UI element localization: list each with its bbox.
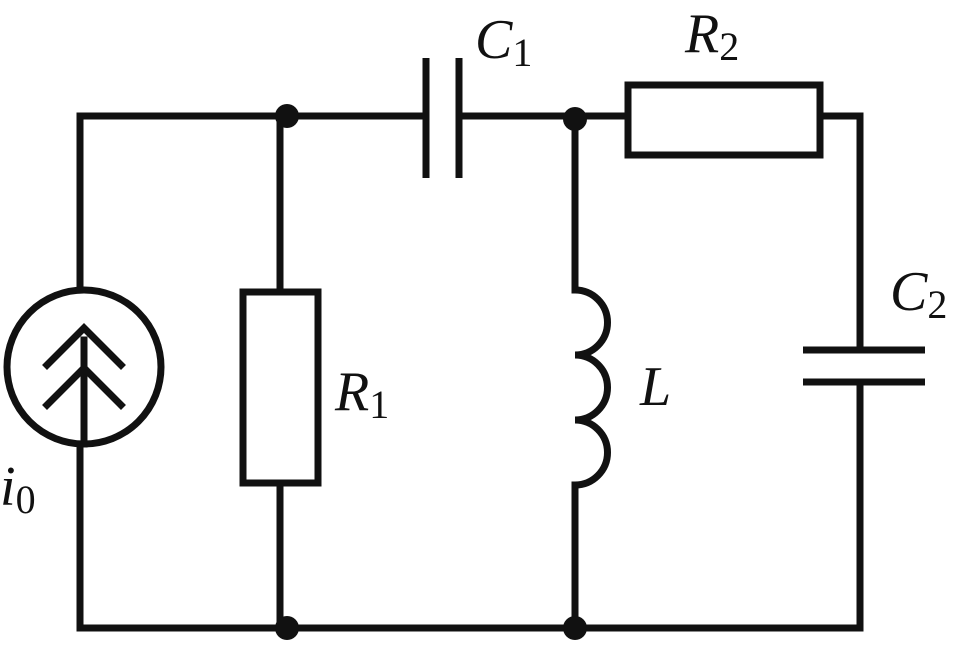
junction-dot bbox=[563, 616, 587, 640]
label-c1: C1 bbox=[475, 9, 532, 75]
wires bbox=[76, 112, 864, 632]
label-r1: R1 bbox=[334, 361, 389, 427]
label-i0: i0 bbox=[0, 456, 36, 522]
capacitor-c1 bbox=[422, 58, 463, 178]
current-source bbox=[3, 286, 165, 448]
resistor-r1 bbox=[239, 288, 322, 487]
junction-dot bbox=[275, 616, 299, 640]
label-r2: R2 bbox=[684, 3, 739, 69]
junction-dot bbox=[563, 107, 587, 131]
capacitor-c2 bbox=[803, 346, 925, 386]
label-l: L bbox=[639, 356, 671, 418]
inductor-l bbox=[571, 286, 611, 489]
label-c2: C2 bbox=[890, 261, 947, 327]
resistor-r2 bbox=[624, 81, 824, 159]
junction-dot bbox=[275, 104, 299, 128]
junction-dots bbox=[275, 104, 587, 640]
